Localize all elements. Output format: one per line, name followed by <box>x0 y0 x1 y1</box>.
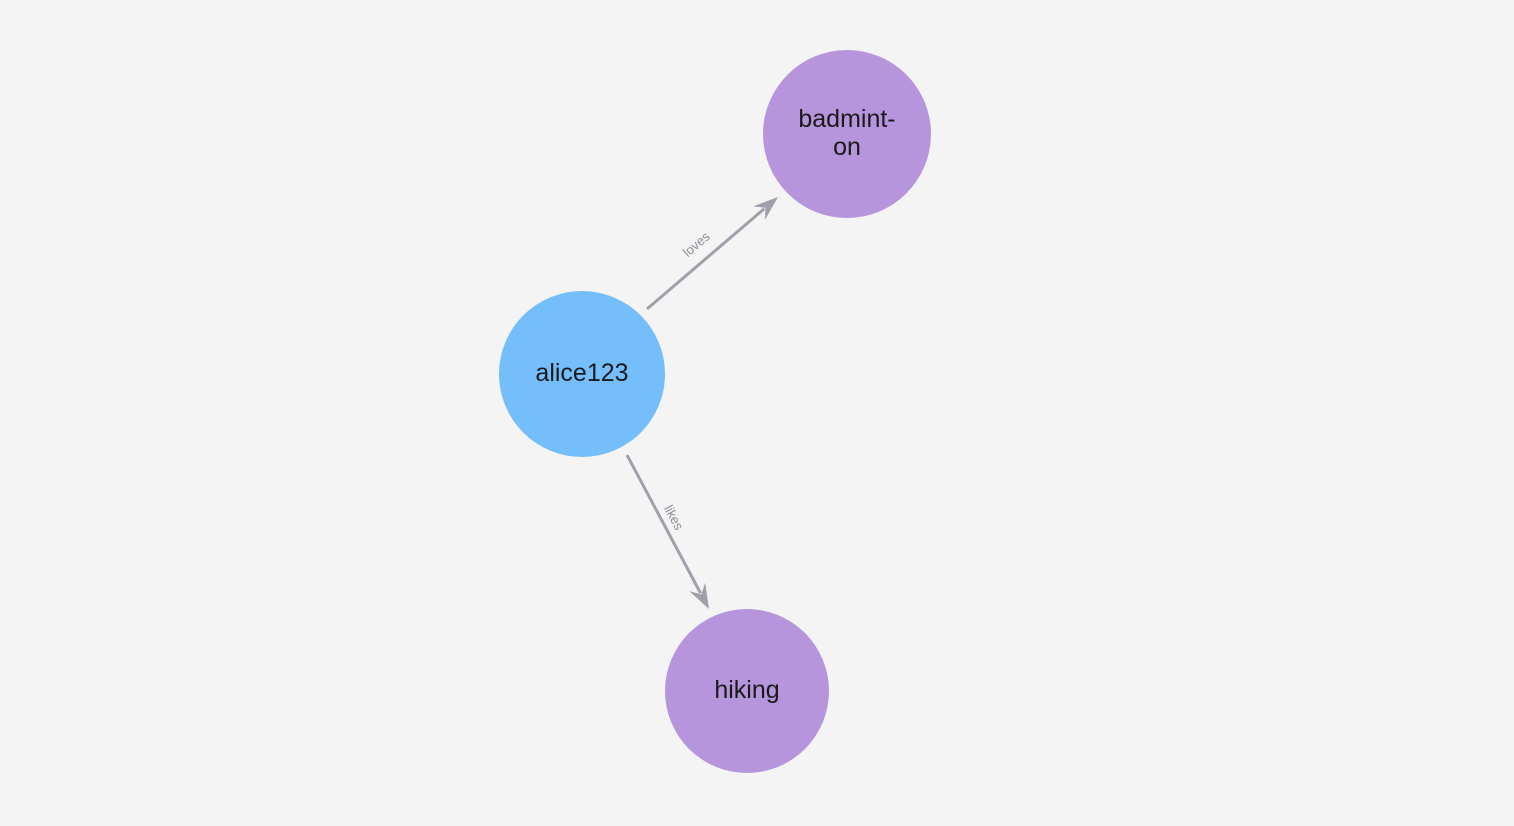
node-circle[interactable] <box>499 291 665 457</box>
edge-alice123-loves-badminton[interactable]: loves <box>646 197 778 311</box>
edge-alice123-likes-hiking[interactable]: likes <box>625 454 709 609</box>
edge-line[interactable] <box>646 207 766 311</box>
edge-line[interactable] <box>625 454 702 594</box>
nodes-layer: alice123 badmint-on hiking <box>499 50 931 773</box>
graph-node-hiking[interactable]: hiking <box>665 609 829 773</box>
graph-node-badminton[interactable]: badmint-on <box>763 50 931 218</box>
graph-node-alice123[interactable]: alice123 <box>499 291 665 457</box>
arrowhead-icon <box>753 197 778 221</box>
node-circle[interactable] <box>763 50 931 218</box>
node-circle[interactable] <box>665 609 829 773</box>
arrowhead-icon <box>689 582 709 609</box>
